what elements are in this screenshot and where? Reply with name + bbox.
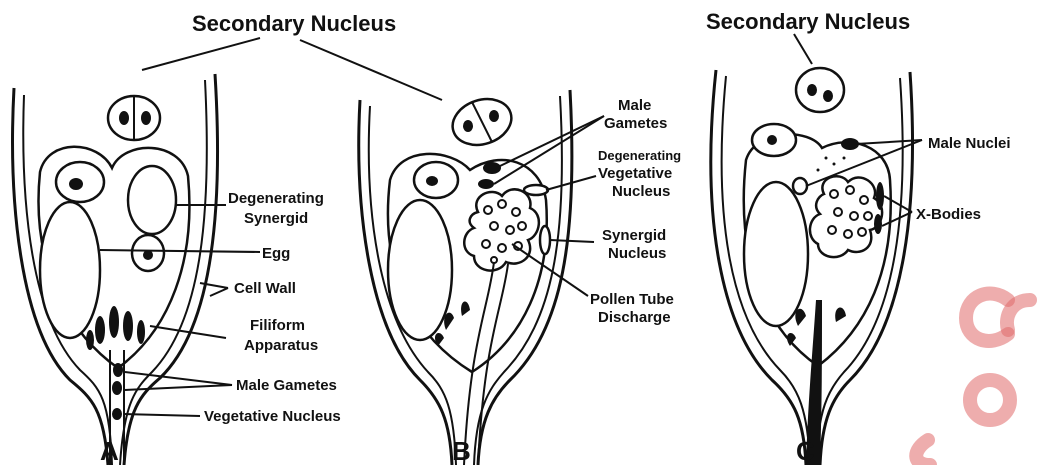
panel-c-x-body — [876, 182, 884, 210]
panel-b-synergid-nucleus — [540, 226, 550, 254]
label-apparatus: Apparatus — [244, 337, 318, 354]
panel-a-vegetative-leader — [124, 414, 200, 416]
label-b-nucleus: Nucleus — [612, 183, 670, 200]
panel-c-title: Secondary Nucleus — [706, 9, 910, 34]
label-c-x-bodies: X-Bodies — [916, 206, 981, 223]
label-c-male-nuclei: Male Nuclei — [928, 135, 1011, 152]
label-b-synergid-nucleus: Nucleus — [608, 245, 666, 262]
panel-c-male-nucleus — [793, 178, 807, 194]
panel-c-letter: C — [796, 436, 815, 465]
panel-b-letter: B — [452, 436, 471, 465]
panel-b-secondary-leader — [300, 40, 442, 100]
label-synergid: Synergid — [244, 210, 308, 227]
label-egg: Egg — [262, 245, 290, 262]
panel-a-secondary-nucleus-leader — [142, 38, 260, 70]
panel-b-vegetative-nucleus — [524, 185, 548, 195]
panel-b-male-gamete — [478, 179, 494, 189]
panel-c-x-body — [874, 214, 882, 234]
label-vegetative-nucleus: Vegetative Nucleus — [204, 408, 341, 425]
panel-c-secondary-nucleus — [796, 68, 844, 112]
label-male-gametes: Male Gametes — [236, 377, 337, 394]
watermark — [916, 294, 1030, 465]
panel-a-male-gamete — [113, 363, 123, 377]
label-cell-wall: Cell Wall — [234, 280, 296, 297]
label-b-synergid: Synergid — [602, 227, 666, 244]
panel-b-male-gametes-leader — [500, 116, 604, 166]
panel-c-secondary-leader — [794, 34, 812, 64]
panel-a-vegetative-nucleus — [112, 408, 122, 420]
label-b-gametes: Gametes — [604, 115, 667, 132]
panel-b: Male Gametes Degenerating Vegetative Nuc… — [300, 40, 681, 465]
panel-a-upper-nucleus — [69, 178, 83, 190]
panel-a: Secondary Nucleus Degenerating Synergid … — [13, 11, 397, 465]
panel-a-male-gamete — [112, 381, 122, 395]
label-filiform: Filiform — [250, 317, 305, 334]
label-b-degenerating: Degenerating — [598, 148, 681, 163]
label-b-vegetative: Vegetative — [598, 165, 672, 182]
panel-a-title: Secondary Nucleus — [192, 11, 396, 36]
panel-c-large-cell — [744, 182, 808, 326]
panel-a-large-cell — [40, 202, 100, 338]
panel-b-male-gamete — [483, 162, 501, 174]
label-degenerating: Degenerating — [228, 190, 324, 207]
label-b-male: Male — [618, 97, 651, 114]
panel-a-degenerating-synergid — [128, 166, 176, 234]
label-b-pollen-tube: Pollen Tube — [590, 291, 674, 308]
panel-b-large-cell — [388, 200, 452, 340]
panel-a-letter: A — [100, 436, 119, 465]
label-b-discharge: Discharge — [598, 309, 671, 326]
